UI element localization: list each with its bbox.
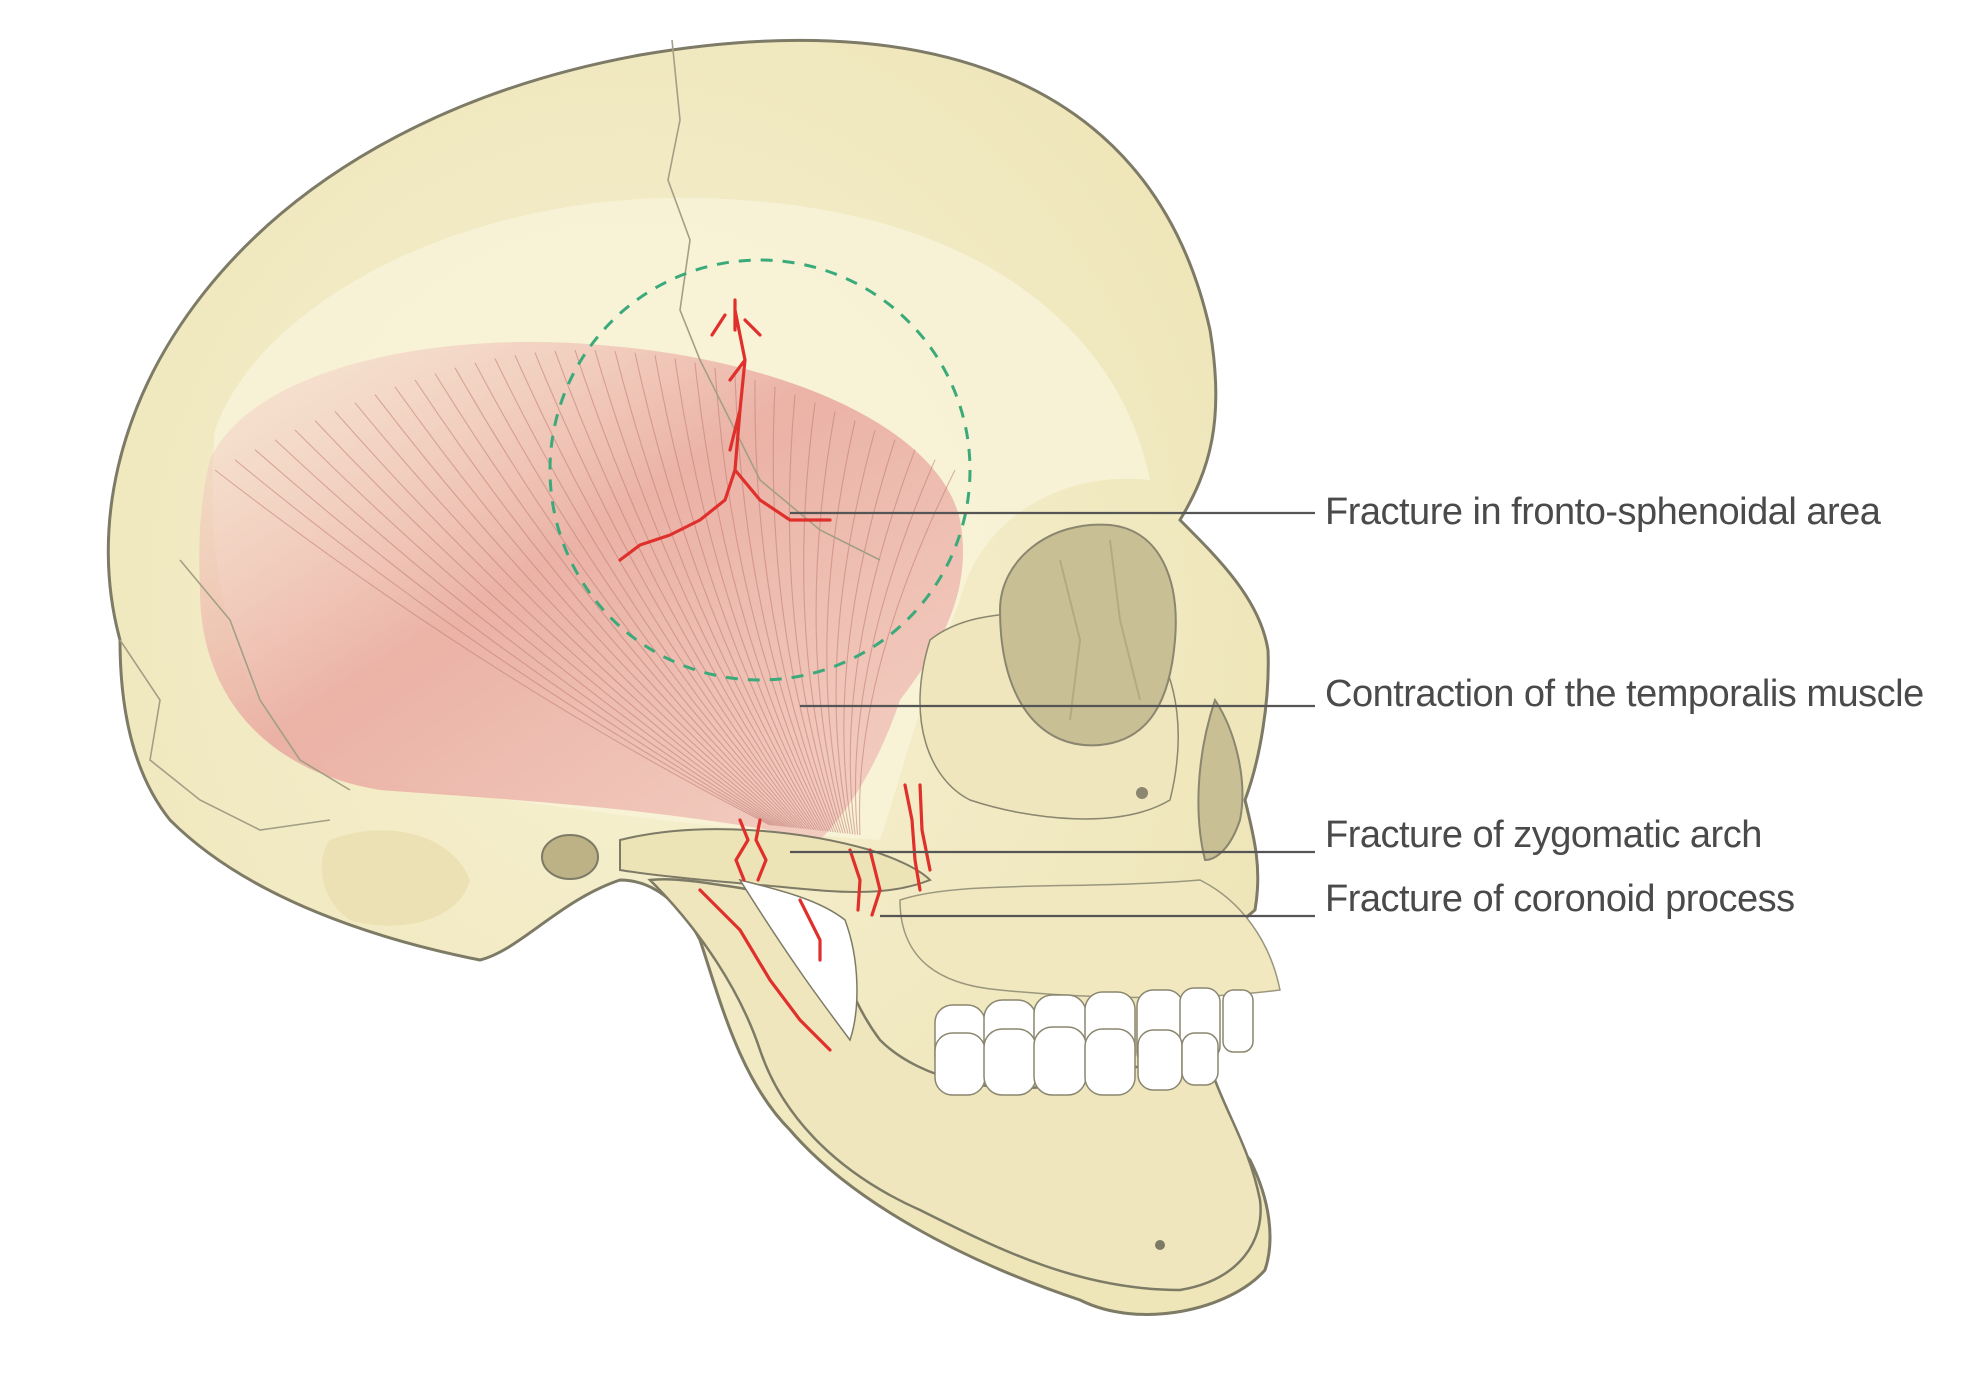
upper-tooth — [1222, 989, 1254, 1053]
label-coronoid-process: Fracture of coronoid process — [1325, 878, 1795, 920]
mastoid-region — [321, 830, 470, 926]
fracture-lines — [618, 298, 932, 1052]
muscle-fiber — [574, 349, 815, 831]
teeth — [934, 987, 1254, 1096]
muscle-fiber — [815, 411, 846, 834]
muscle-fiber — [754, 379, 837, 833]
muscle-fiber — [554, 350, 812, 830]
muscle-fiber — [835, 429, 876, 835]
fracture-zygomatic-arch — [734, 818, 768, 882]
muscle-fiber — [394, 386, 793, 828]
fracture-zygoma-vertical — [903, 783, 932, 892]
maxilla — [899, 879, 1281, 999]
nasal-cavity — [1197, 697, 1244, 862]
temporalis-muscle — [199, 341, 963, 840]
lower-tooth — [1181, 1032, 1219, 1086]
label-fronto-sphenoidal: Fracture in fronto-sphenoidal area — [1325, 491, 1882, 533]
muscle-fiber — [514, 355, 807, 830]
label-temporalis: Contraction of the temporalis muscle — [1325, 673, 1924, 715]
fracture-ramus — [698, 888, 832, 1052]
muscle-fiber — [294, 429, 781, 827]
muscle-fiber — [714, 367, 832, 832]
muscle-fiber — [858, 469, 956, 836]
muscle-fiber — [772, 386, 839, 833]
muscle-fiber — [314, 420, 783, 827]
fracture-highlight-circle — [548, 258, 972, 682]
muscle-fiber — [843, 439, 896, 835]
lower-tooth — [1137, 1029, 1183, 1091]
muscle-fiber — [434, 373, 798, 829]
muscle-fiber — [474, 362, 803, 829]
mental-foramen — [1155, 1240, 1165, 1250]
muscle-fiber — [654, 355, 824, 832]
muscle-fiber — [694, 362, 829, 832]
label-zygomatic-arch: Fracture of zygomatic arch — [1325, 814, 1762, 856]
muscle-fiber — [254, 449, 776, 827]
muscle-fibers — [214, 349, 956, 836]
fracture-fronto-sphenoidal — [618, 298, 832, 562]
coronal-suture — [667, 39, 881, 561]
muscle-fiber — [234, 459, 773, 826]
muscle-fiber — [788, 394, 842, 834]
muscle-fiber — [674, 358, 827, 832]
muscle-fiber — [334, 411, 785, 828]
infraorbital-foramen — [1136, 787, 1148, 799]
lower-tooth — [934, 1032, 986, 1096]
muscle-fiber — [374, 394, 790, 828]
muscle-fiber — [826, 420, 856, 834]
muscle-fiber — [274, 439, 778, 827]
muscle-fiber — [454, 367, 800, 829]
lower-tooth — [983, 1028, 1037, 1096]
lower-tooth — [1033, 1026, 1087, 1096]
muscle-fiber — [414, 379, 795, 829]
muscle-fiber — [494, 358, 805, 830]
squamous-suture — [179, 559, 351, 791]
orbit-inner-walls — [1059, 539, 1141, 721]
muscle-fiber — [214, 469, 771, 826]
lower-tooth — [1084, 1028, 1136, 1096]
muscle-fiber — [534, 352, 810, 830]
orbit — [998, 523, 1177, 747]
sigmoid-notch — [738, 878, 858, 1042]
ear-canal — [541, 834, 599, 880]
muscle-fiber — [594, 349, 817, 831]
muscle-fiber — [614, 350, 820, 831]
muscle-fiber — [803, 402, 844, 834]
muscle-fiber — [854, 459, 936, 835]
fracture-coronoid — [798, 848, 882, 962]
lambdoid-suture — [119, 639, 331, 831]
muscle-fiber — [634, 352, 822, 831]
zygomatic-arch — [619, 828, 932, 893]
muscle-fiber — [354, 402, 788, 828]
